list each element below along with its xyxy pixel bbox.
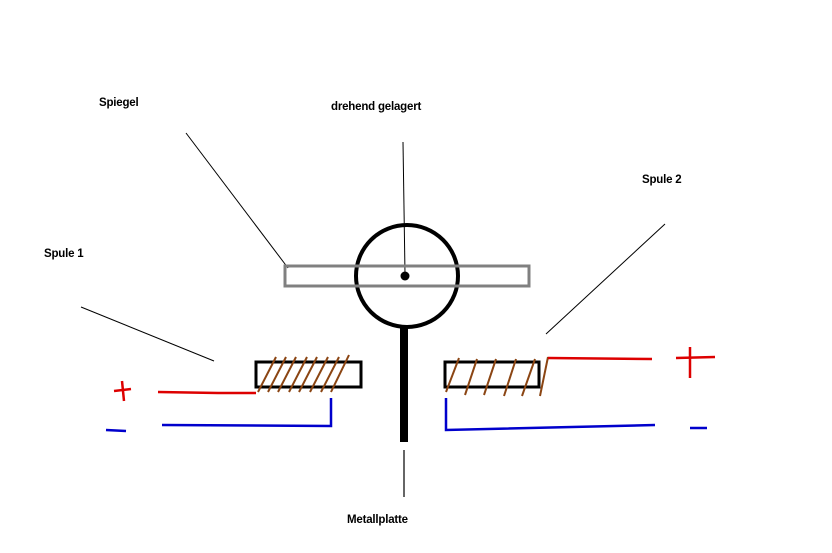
negative-wire-right <box>444 398 656 432</box>
negative-wire-left <box>161 398 333 428</box>
label-metallplatte: Metallplatte <box>347 514 408 526</box>
leader-line-spule2 <box>545 223 666 335</box>
positive-wire-right <box>547 356 653 361</box>
mirror <box>283 264 531 288</box>
positive-wire-left <box>157 390 256 395</box>
label-spule1: Spule 1 <box>44 248 84 260</box>
coil-1-core <box>254 360 363 389</box>
leader-line-spule1 <box>80 306 215 362</box>
coil-2-core <box>443 360 541 389</box>
plus-sign-right <box>675 347 716 378</box>
coil-1-windings <box>257 354 350 393</box>
minus-sign-left <box>105 428 127 433</box>
coil-2-windings <box>445 356 549 397</box>
leader-line-drehend-gelagert <box>402 141 406 275</box>
rotating-mount-circle <box>354 223 460 329</box>
metal-plate <box>400 328 408 442</box>
label-drehend-gelagert: drehend gelagert <box>331 101 422 113</box>
pivot-point <box>400 271 410 281</box>
leader-line-spiegel <box>185 132 289 269</box>
label-spule2: Spule 2 <box>642 174 682 186</box>
plus-sign-left <box>113 380 132 402</box>
label-spiegel: Spiegel <box>99 97 139 109</box>
